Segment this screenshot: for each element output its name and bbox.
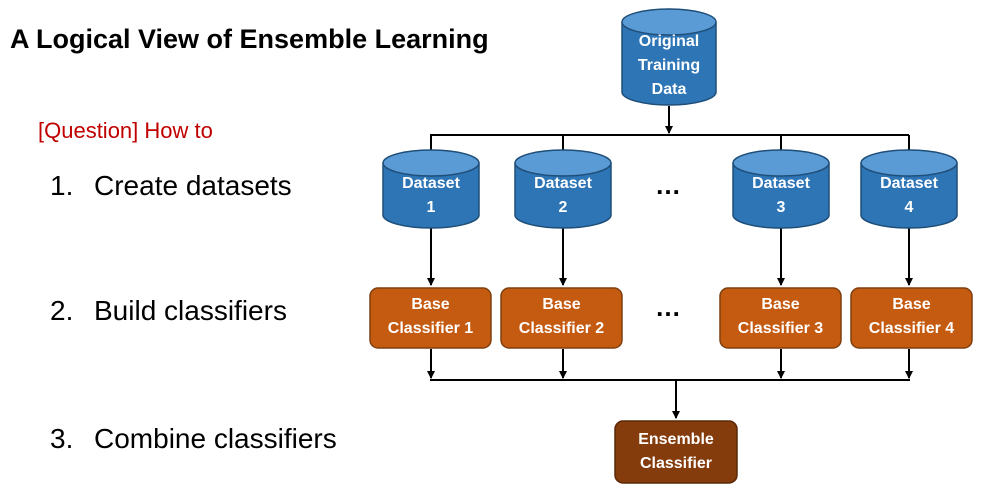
step-text: Build classifiers [94, 295, 287, 326]
step-text: Create datasets [94, 170, 292, 201]
classifier-label-3: Base Classifier 3 [737, 296, 824, 337]
dataset-cylinder-3 [732, 149, 830, 229]
step-number: 3. [50, 423, 74, 454]
classifier-label-1: Base Classifier 1 [387, 296, 474, 337]
classifier-box-3 [719, 287, 842, 349]
classifier-box-4 [850, 287, 973, 349]
dataset-label-4: Dataset 4 [880, 175, 938, 216]
original-data-label: Original Training Data [637, 33, 701, 98]
dataset-cylinder-4 [860, 149, 958, 229]
classifiers-ellipsis: … [655, 292, 681, 322]
classifier-box-2 [500, 287, 623, 349]
step-text: Combine classifiers [94, 423, 337, 454]
dataset-label-2: Dataset 2 [534, 175, 592, 216]
ensemble-box [614, 420, 738, 484]
dataset-cylinder-2 [514, 149, 612, 229]
question-text: [Question] How to [38, 118, 213, 143]
step-combine-classifiers: 3. Combine classifiers [50, 423, 337, 455]
step-build-classifiers: 2. Build classifiers [50, 295, 287, 327]
datasets-ellipsis: … [655, 170, 681, 200]
classifier-label-2: Base Classifier 2 [518, 296, 605, 337]
ensemble-label: Ensemble Classifier [638, 431, 714, 472]
dataset-cylinder-1 [382, 149, 480, 229]
step-number: 1. [50, 170, 74, 201]
dataset-label-3: Dataset 3 [752, 175, 810, 216]
dataset-label-1: Dataset 1 [402, 175, 460, 216]
classifier-box-1 [369, 287, 492, 349]
step-number: 2. [50, 295, 74, 326]
page-title: A Logical View of Ensemble Learning [10, 24, 489, 54]
connectors [427, 106, 913, 419]
classifier-label-4: Base Classifier 4 [868, 296, 955, 337]
step-create-datasets: 1. Create datasets [50, 170, 292, 202]
original-data-cylinder [621, 8, 717, 106]
